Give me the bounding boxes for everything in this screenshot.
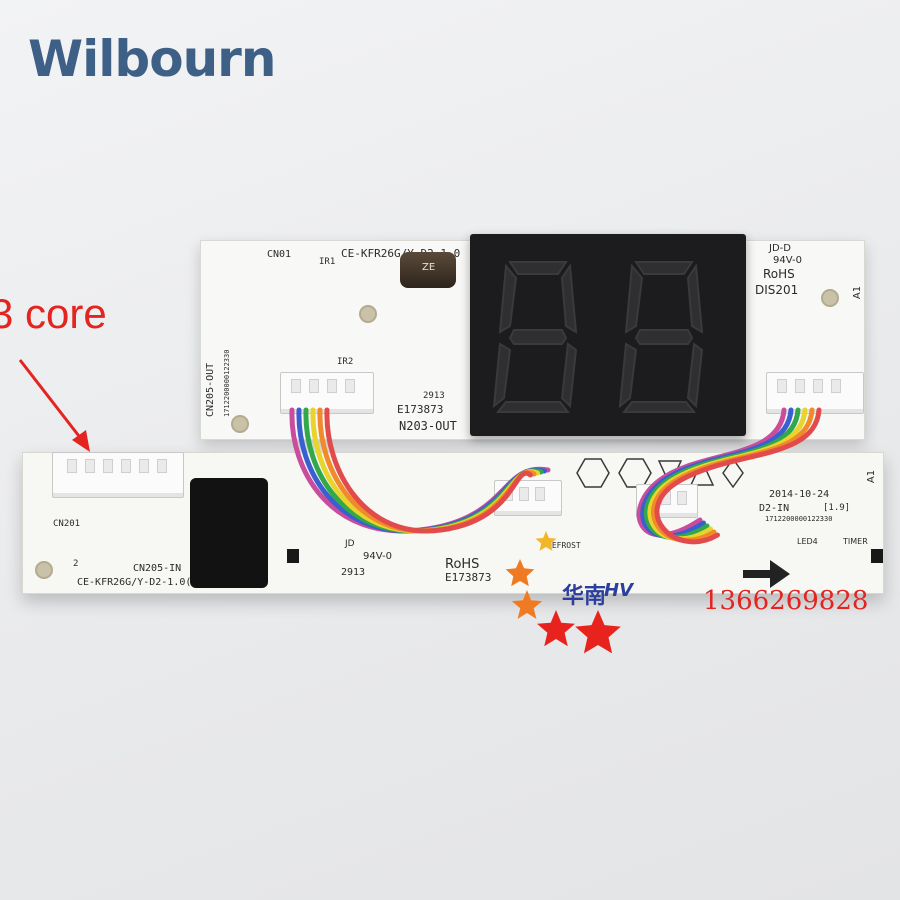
silk-date-code: 2913 bbox=[423, 391, 445, 401]
silk-ul-code: E173873 bbox=[397, 403, 444, 416]
seven-segment-display bbox=[470, 234, 746, 436]
direction-arrow-icon bbox=[743, 560, 790, 588]
silk-jd: JD-D bbox=[769, 243, 791, 254]
silk-rohs: RoHS bbox=[445, 557, 480, 572]
mounting-hole bbox=[359, 305, 377, 323]
wire bbox=[654, 407, 822, 545]
silk-led4: LED4 bbox=[797, 537, 818, 546]
watermark-chinese: 华南 bbox=[562, 584, 607, 609]
silk-flame: 94V-0 bbox=[773, 255, 802, 266]
silk-rohs: RoHS bbox=[763, 267, 795, 281]
silk-defrost: DEFROST bbox=[547, 541, 581, 550]
mounting-hole bbox=[231, 415, 249, 433]
silk-serial: 1712200000122330 bbox=[765, 515, 833, 523]
mounting-hole bbox=[35, 561, 53, 579]
silk-cn201: CN201 bbox=[53, 519, 81, 529]
wire bbox=[296, 407, 547, 534]
silk-model: CE-KFR26G/Y-D2-1.0(1.1)P2-1 bbox=[77, 577, 240, 588]
silk-date-code: 2913 bbox=[341, 567, 366, 578]
watermark-stars bbox=[505, 531, 621, 654]
silk-jd: JD bbox=[345, 539, 355, 549]
annotation-label: 3 core bbox=[0, 290, 107, 337]
wire bbox=[324, 407, 533, 534]
wire bbox=[636, 407, 787, 538]
ir-receiver bbox=[190, 478, 268, 588]
silk-date: 2014-10-24 bbox=[769, 489, 830, 500]
silk-flame: 94V-0 bbox=[363, 551, 392, 562]
capacitor-label: ZE bbox=[422, 262, 436, 273]
electrolytic-capacitor: ZE bbox=[400, 252, 456, 288]
silk-ir2: IR2 bbox=[337, 357, 354, 367]
mounting-hole bbox=[821, 289, 839, 307]
annotation-arrow bbox=[18, 359, 90, 452]
connector-cn201 bbox=[52, 452, 184, 498]
led-window bbox=[287, 549, 299, 563]
silk-two: 2 bbox=[73, 559, 79, 569]
silk-ir1: IR1 bbox=[319, 257, 336, 267]
connector-top-left bbox=[280, 372, 374, 414]
watermark-phone: 1366269828 bbox=[703, 586, 869, 616]
star-icon bbox=[537, 610, 575, 647]
silk-cn01: CN01 bbox=[267, 249, 292, 260]
star-icon bbox=[505, 559, 535, 587]
silk-ul-code: E173873 bbox=[445, 571, 492, 584]
silk-timer: TIMER bbox=[843, 537, 868, 546]
silk-dis201: DIS201 bbox=[755, 283, 799, 297]
brand-logo: Wilbourn bbox=[28, 30, 276, 88]
watermark-latin: HV bbox=[604, 580, 633, 601]
connector-top-right bbox=[766, 372, 864, 414]
display-segments bbox=[492, 261, 704, 413]
wire bbox=[640, 407, 794, 539]
star-icon bbox=[535, 531, 557, 551]
silk-cn205-in: CN205-IN bbox=[133, 563, 182, 574]
silk-d2-in: D2-IN bbox=[759, 503, 790, 514]
silk-cn203-out: N203-OUT bbox=[399, 419, 457, 433]
silk-rev: [1.9] bbox=[823, 503, 851, 513]
star-icon bbox=[511, 590, 543, 619]
star-icon bbox=[575, 610, 621, 654]
led-window bbox=[871, 549, 883, 563]
